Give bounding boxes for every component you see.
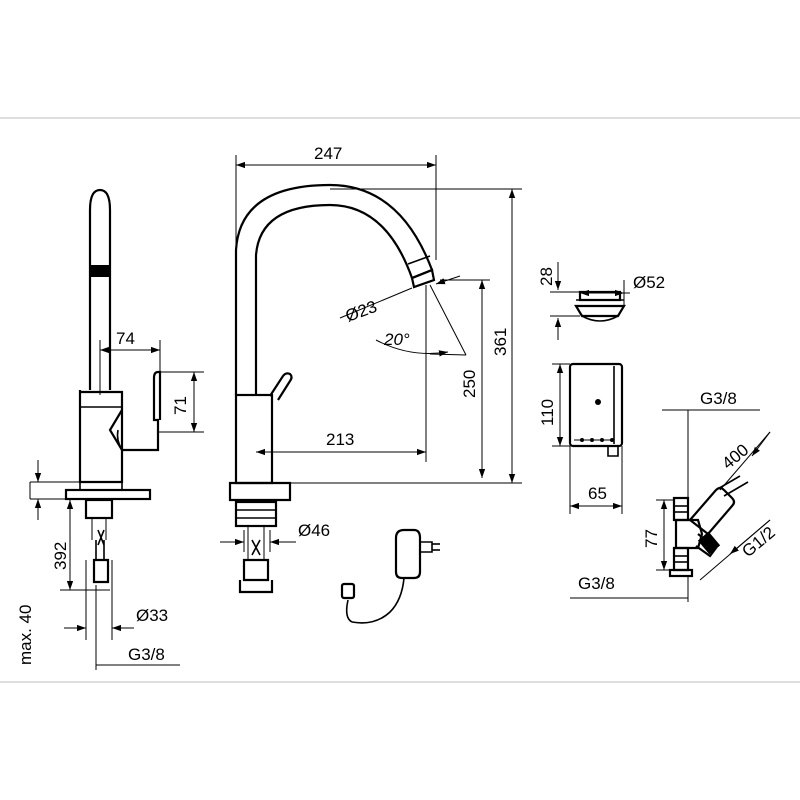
dim-213: 213 [256,285,427,462]
label-g38-bottom: G3/8 [578,574,615,593]
label-20deg: 20° [383,330,410,349]
dim-65: 65 [569,446,623,514]
side-aerator [91,265,109,277]
side-spout [88,188,112,390]
label-247: 247 [314,144,342,163]
front-body [234,393,274,485]
label-392: 392 [51,542,70,570]
side-body [78,390,124,484]
label-23: Ø23 [343,297,380,326]
adapter-cable [351,577,405,624]
dim-g38-left: G3/8 [95,585,180,670]
label-71: 71 [171,396,190,415]
dim-23: Ø23 [339,275,461,326]
dim-247: 247 [235,144,437,260]
control-box [568,362,624,457]
label-250: 250 [460,370,479,398]
valve-assembly [668,475,749,578]
dim-46: Ø46 [220,521,330,552]
front-base [228,481,292,502]
label-g12: G1/2 [738,523,778,561]
dim-400: 400 [718,431,771,491]
dim-52: Ø52 [580,273,665,306]
label-28: 28 [537,267,556,286]
front-aerator [410,268,436,289]
dim-28: 28 [537,262,580,340]
front-lever [269,372,293,401]
dim-71: 71 [158,371,204,433]
label-400: 400 [718,440,752,473]
dim-74: 74 [99,329,161,395]
dim-g38-bottom: G3/8 [570,574,689,602]
label-74: 74 [116,329,135,348]
label-46: Ø46 [298,521,330,540]
dim-392: 392 [51,500,110,591]
label-213: 213 [326,430,354,449]
dim-g38-top: G3/8 [662,389,760,498]
label-g38-left: G3/8 [128,645,165,664]
side-mount-nut [84,498,114,520]
label-110: 110 [538,399,557,426]
label-33: Ø33 [136,606,168,625]
side-lever [108,370,162,452]
dim-20deg: 20° [375,284,467,357]
label-52: Ø52 [633,273,665,292]
label-g38-top: G3/8 [700,389,737,408]
label-77: 77 [642,529,661,548]
front-mount-nut [234,500,278,528]
dim-110: 110 [538,363,570,447]
dim-33: Ø33 [64,560,168,640]
power-adapter [340,528,440,624]
label-361: 361 [491,328,510,356]
dim-max40: max. 40 [16,460,80,665]
sensor-pad [574,290,626,322]
dim-250: 250 [440,279,490,478]
adapter-connector [340,582,356,600]
front-view-faucet [228,183,436,594]
front-spout [234,183,434,395]
label-65: 65 [588,484,607,503]
side-view-faucet [64,188,162,584]
dim-361: 361 [290,188,522,484]
label-max40: max. 40 [16,605,35,665]
side-base-plate [64,488,152,501]
dim-77: 77 [642,499,674,571]
